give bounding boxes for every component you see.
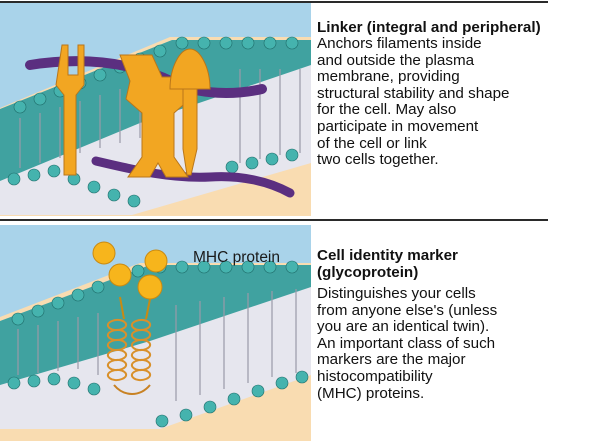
sky-area-bottom	[0, 225, 311, 317]
linker-illustration	[0, 3, 311, 216]
identity-marker-description: Distinguishes your cells from anyone els…	[317, 285, 498, 402]
lipid-tails-bottom	[17, 289, 297, 401]
linker-description: Anchors filaments inside and outside the…	[317, 35, 510, 169]
linker-proteins	[55, 44, 211, 178]
linker-caption: Linker (integral and peripheral) Anchors…	[317, 19, 609, 169]
lipid-tails	[19, 69, 301, 168]
middle-divider	[0, 219, 548, 221]
inner-filament	[91, 156, 295, 198]
identity-marker-illustration: MHC protein	[0, 225, 311, 441]
mhc-helices	[106, 319, 152, 395]
linker-panel: Linker (integral and peripheral) Anchors…	[0, 0, 612, 219]
membrane-diagram	[0, 3, 311, 216]
sky-area	[0, 3, 311, 108]
linker-title: Linker (integral and peripheral)	[317, 19, 541, 36]
top-divider	[0, 1, 548, 3]
identity-marker-panel: MHC protein Cell identity marker (glycop…	[0, 222, 612, 441]
membrane-diagram-mhc	[0, 225, 311, 441]
inner-lipid-heads-bottom	[7, 370, 309, 428]
identity-marker-title: Cell identity marker (glycoprotein)	[317, 247, 458, 281]
mhc-protein-label: MHC protein	[193, 249, 280, 266]
identity-marker-caption: Cell identity marker (glycoprotein) Dist…	[317, 247, 609, 402]
mhc-sugar-chains	[92, 241, 168, 320]
